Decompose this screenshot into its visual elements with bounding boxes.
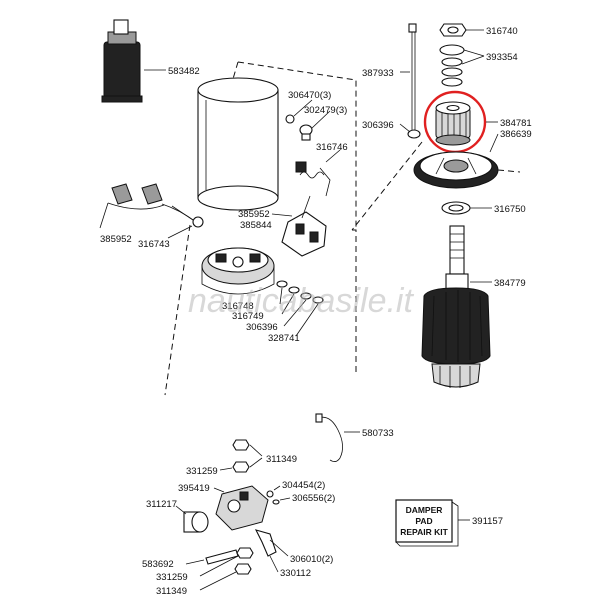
label-330112: 330112 [280, 568, 311, 579]
label-306396-a: 306396 [246, 322, 278, 333]
label-393354: 393354 [486, 52, 518, 63]
nut-311349-top [232, 439, 263, 457]
drive-end-frame [413, 133, 499, 189]
label-316750: 316750 [494, 204, 526, 215]
boot-311217 [175, 505, 209, 533]
brush-bracket [99, 183, 197, 229]
nut-331259-top [219, 457, 263, 473]
kit-line-2: PAD [415, 516, 432, 526]
bracket-330112 [254, 529, 289, 573]
nut-316740 [439, 23, 484, 37]
brush-spring-316746 [295, 149, 341, 197]
end-cap [201, 247, 275, 295]
solenoid [101, 19, 166, 103]
label-583692: 583692 [142, 559, 174, 570]
label-306010: 306010(2) [290, 554, 333, 565]
label-384781: 384781 [500, 118, 532, 129]
label-316746: 316746 [316, 142, 348, 153]
label-316749: 316749 [232, 311, 264, 322]
label-387933: 387933 [362, 68, 394, 79]
label-583482: 583482 [168, 66, 200, 77]
watermark: nauticabasile.it [188, 282, 414, 320]
label-311217: 311217 [146, 499, 177, 510]
label-385952-a: 385952 [238, 209, 270, 220]
washer-316750 [441, 201, 492, 215]
screw-306470 [285, 99, 313, 124]
label-302479: 302479(3) [304, 105, 347, 116]
label-331259-a: 331259 [186, 466, 218, 477]
label-306556: 306556(2) [292, 493, 335, 504]
leader-385952-a [271, 213, 293, 217]
label-304454: 304454(2) [282, 480, 325, 491]
label-316743: 316743 [138, 239, 170, 250]
label-331259-b: 331259 [156, 572, 188, 583]
label-316748: 316748 [222, 301, 254, 312]
label-580733: 580733 [362, 428, 394, 439]
brush-plate [281, 195, 327, 257]
nut-331259-bottom [199, 547, 254, 577]
label-311349-a: 311349 [266, 454, 297, 465]
label-386639: 386639 [500, 129, 532, 140]
springs-393354 [439, 44, 485, 87]
screw-304454 [266, 485, 281, 498]
washers-stack [276, 280, 324, 337]
kit-line-1: DAMPER [406, 505, 443, 515]
label-306470: 306470(3) [288, 90, 331, 101]
label-385844: 385844 [240, 220, 272, 231]
damper-kit-box: DAMPER PAD REPAIR KIT [395, 499, 470, 547]
assembly-outline-left [164, 61, 357, 396]
terminal-316743 [167, 205, 204, 239]
label-328741: 328741 [268, 333, 300, 344]
washer-306396 [399, 123, 421, 139]
armature-384779 [421, 225, 492, 388]
label-391157: 391157 [472, 516, 503, 527]
stud-583692 [185, 549, 239, 565]
cable-580733 [315, 413, 360, 462]
washer-306556 [272, 497, 291, 505]
label-306396-b: 306396 [362, 120, 394, 131]
solenoid-body-395419 [213, 485, 269, 531]
bolt-302479 [299, 110, 331, 141]
label-311349-b: 311349 [156, 586, 187, 597]
label-385952-b: 385952 [100, 234, 132, 245]
kit-line-3: REPAIR KIT [400, 527, 448, 537]
label-384779: 384779 [494, 278, 526, 289]
motor-housing [197, 77, 279, 211]
nut-311349-bottom [199, 563, 252, 591]
assembly-outline-right [351, 141, 521, 231]
through-bolt [400, 23, 417, 130]
label-316740: 316740 [486, 26, 518, 37]
label-395419: 395419 [178, 483, 210, 494]
drive-pinion-384781 [435, 101, 471, 146]
